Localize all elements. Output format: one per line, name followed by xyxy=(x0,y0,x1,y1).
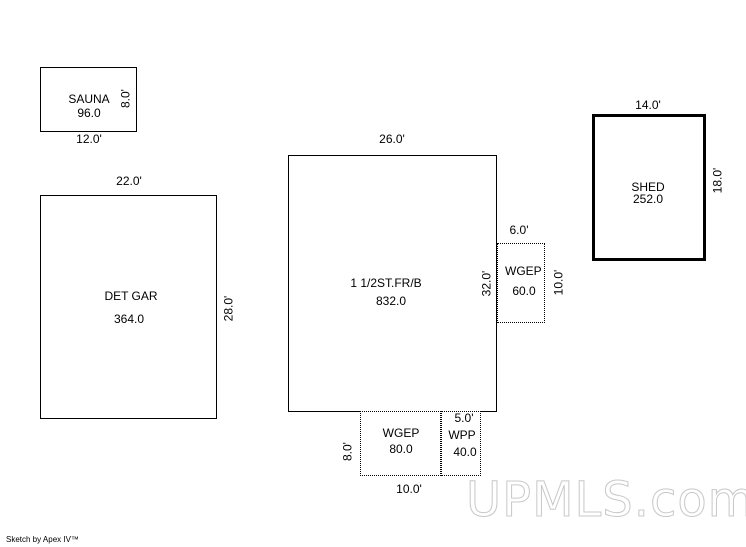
wgep-bottom-width: 10.0' xyxy=(396,482,422,496)
wgep-bottom-name: WGEP xyxy=(382,426,420,440)
sauna-name: SAUNA xyxy=(68,92,110,106)
wgep-side-outline xyxy=(497,243,545,323)
wgep-bottom-height: 8.0' xyxy=(340,442,355,461)
shed-outline xyxy=(592,114,706,261)
sauna-width: 12.0' xyxy=(76,132,102,146)
house-name: 1 1/2ST.FR/B xyxy=(350,276,422,290)
shed-name: SHED xyxy=(631,180,665,194)
wgep-bottom-area: 80.0 xyxy=(389,442,413,456)
house-area: 832.0 xyxy=(375,294,407,308)
wpp-outline xyxy=(441,411,481,476)
wgep-bottom-outline xyxy=(360,411,441,476)
sauna-area: 96.0 xyxy=(77,106,101,120)
shed-height: 18.0' xyxy=(710,167,725,194)
sketch-credit: Sketch by Apex IV™ xyxy=(6,535,79,544)
det-gar-height: 28.0' xyxy=(221,295,236,322)
sauna-height: 8.0' xyxy=(118,89,133,108)
det-gar-width: 22.0' xyxy=(116,174,142,188)
watermark-logo: UPMLS.com xyxy=(465,472,746,529)
det-gar-area: 364.0 xyxy=(113,312,145,326)
house-height: 32.0' xyxy=(479,270,494,297)
wpp-name: WPP xyxy=(448,428,476,442)
house-width: 26.0' xyxy=(379,132,405,146)
det-gar-outline xyxy=(40,195,217,419)
sauna-outline xyxy=(40,67,137,132)
det-gar-name: DET GAR xyxy=(104,289,158,303)
house-outline xyxy=(288,155,497,412)
wgep-side-height: 10.0' xyxy=(551,269,566,296)
shed-area: 252.0 xyxy=(632,192,664,206)
wpp-area: 40.0 xyxy=(453,445,477,459)
wgep-side-name: WGEP xyxy=(505,264,542,278)
wgep-side-area: 60.0 xyxy=(512,284,536,298)
wpp-width: 5.0' xyxy=(454,411,474,425)
shed-width: 14.0' xyxy=(635,98,661,112)
wgep-side-width: 6.0' xyxy=(509,223,529,237)
